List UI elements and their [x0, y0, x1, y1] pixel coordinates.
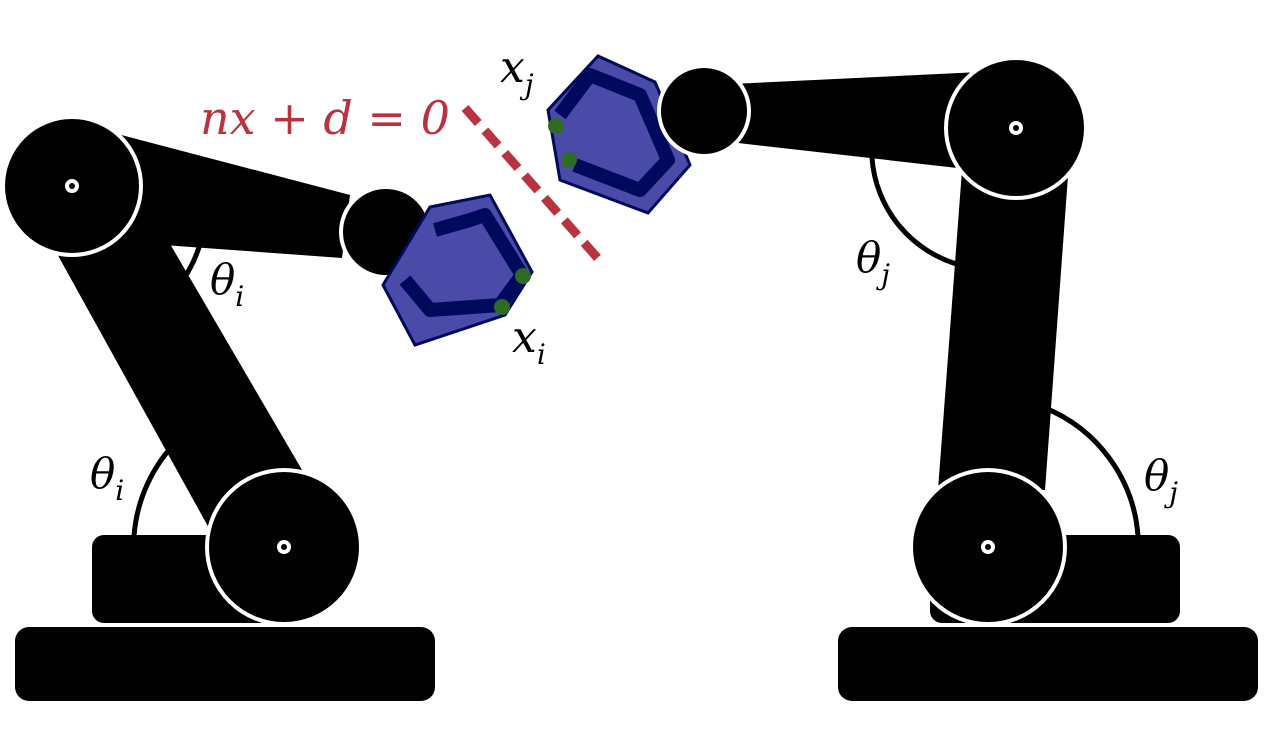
x-i-label-main: x [512, 312, 537, 363]
right-contact-point-bottom [561, 152, 577, 168]
left-contact-point-top [515, 268, 531, 284]
x-j-label-main: x [500, 42, 525, 93]
x-i-label: xi [512, 312, 546, 371]
theta-left-elbow-sub: i [235, 280, 244, 313]
right-lower-link [938, 170, 1068, 490]
theta-right-base-label: θj [1144, 451, 1178, 509]
theta-left-elbow-main: θ [210, 255, 235, 304]
right-contact-point-top [548, 118, 564, 134]
left-elbow-angle-arc [177, 243, 203, 286]
right-base-joint-pin-center [985, 544, 991, 550]
x-j-label: xj [500, 42, 534, 101]
theta-right-base-main: θ [1144, 451, 1169, 500]
theta-left-base-sub: i [115, 474, 124, 507]
right-gripper-jaw [554, 68, 675, 197]
right-gripper [546, 54, 692, 215]
left-base-joint-pin-center [281, 544, 287, 550]
left-contact-point-bottom [494, 299, 510, 315]
left-robot-arm [1, 115, 534, 701]
left-gripper [381, 193, 534, 347]
left-elbow-joint-pin-center [69, 183, 75, 189]
right-base-plate [838, 627, 1258, 701]
x-i-label-sub: i [537, 338, 546, 371]
right-upper-link [710, 72, 980, 170]
right-base-angle-arc [1044, 405, 1141, 537]
theta-left-elbow-label: θi [210, 255, 244, 313]
left-base-plate [15, 627, 435, 701]
theta-right-elbow-main: θ [856, 233, 881, 282]
plane-equation-label: nx + d = 0 [200, 91, 450, 145]
right-elbow-joint-pin-center [1013, 125, 1019, 131]
left-upper-link [95, 132, 350, 258]
right-wrist-joint [657, 64, 751, 158]
theta-left-base-label: θi [90, 449, 124, 507]
theta-left-base-main: θ [90, 449, 115, 498]
right-elbow-angle-arc [869, 157, 961, 268]
theta-right-elbow-label: θj [856, 233, 890, 291]
separating-plane-line [461, 105, 606, 266]
left-lower-link [45, 172, 305, 530]
right-robot-arm [546, 54, 1258, 701]
